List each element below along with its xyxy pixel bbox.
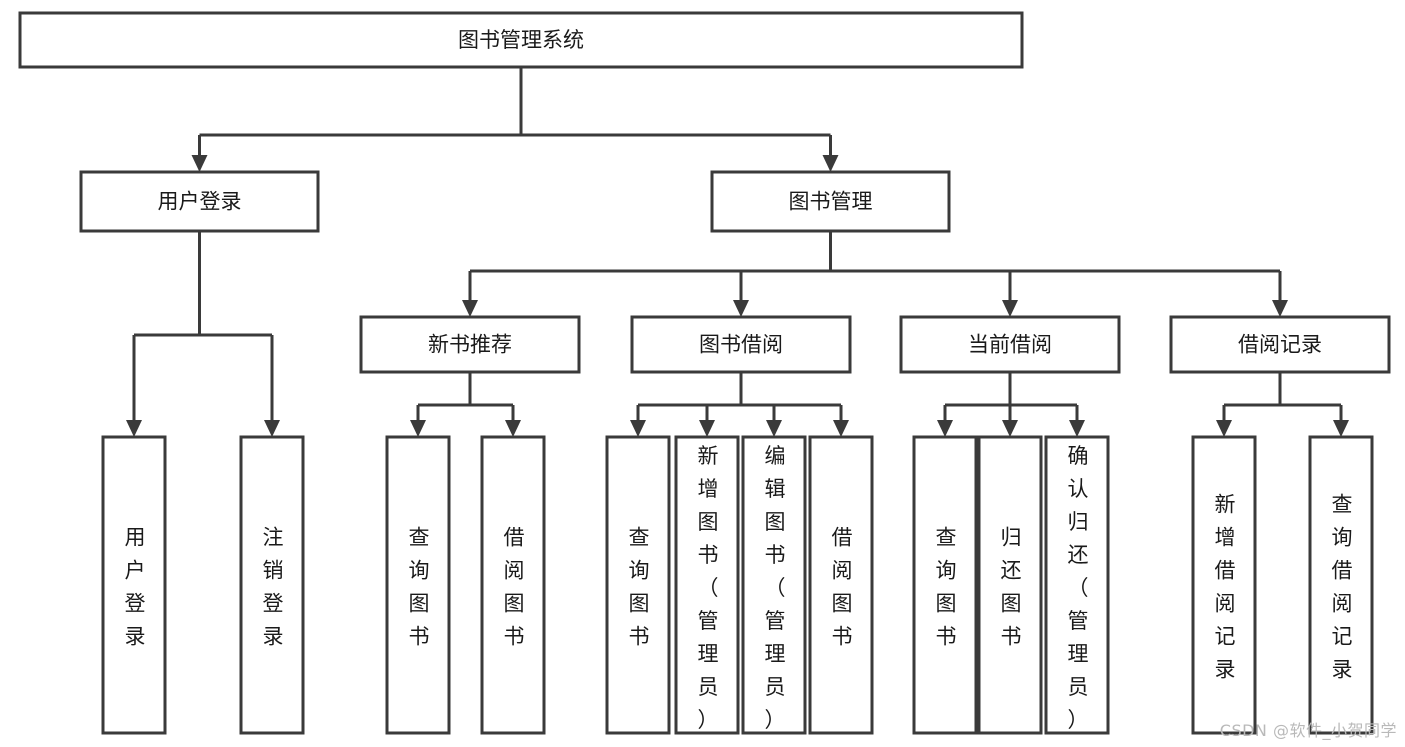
node-box[interactable] [239, 435, 305, 735]
connector-group-records [1216, 372, 1349, 437]
node-box[interactable] [101, 435, 167, 735]
connector-group-root [191, 67, 839, 172]
arrow-head-icon [505, 420, 521, 437]
node-box[interactable] [1169, 315, 1391, 374]
arrow-head-icon [462, 300, 478, 317]
node-box[interactable] [977, 435, 1043, 735]
node-b2[interactable]: 新增图书（管理员） [674, 435, 740, 735]
node-label: 借阅图书 [504, 526, 525, 649]
connector-group-newrec [410, 372, 521, 437]
arrow-head-icon [733, 300, 749, 317]
node-label: 注销登录 [263, 526, 284, 649]
node-box[interactable] [630, 315, 852, 374]
node-newrec[interactable]: 新书推荐 [359, 315, 581, 374]
node-r2[interactable]: 查询借阅记录 [1308, 435, 1374, 735]
node-box[interactable] [741, 435, 807, 735]
node-b3[interactable]: 编辑图书（管理员） [741, 435, 807, 735]
connector-group-current [937, 372, 1085, 437]
node-login[interactable]: 用户登录 [79, 170, 320, 233]
node-label: 新增借阅记录 [1215, 493, 1236, 682]
node-records[interactable]: 借阅记录 [1169, 315, 1391, 374]
node-l2[interactable]: 注销登录 [239, 435, 305, 735]
arrow-head-icon [1069, 420, 1085, 437]
node-label: 用户登录 [125, 526, 146, 649]
node-label: 当前借阅 [968, 333, 1052, 357]
node-label: 查询图书 [629, 526, 650, 649]
node-label: 确认归还（管理员） [1068, 444, 1089, 732]
node-label: 用户登录 [158, 190, 242, 214]
nodes-layer: 图书管理系统用户登录图书管理新书推荐图书借阅当前借阅借阅记录用户登录注销登录查询… [18, 11, 1391, 735]
node-label: 查询借阅记录 [1332, 493, 1353, 682]
node-label: 查询图书 [936, 526, 957, 649]
connectors-layer [126, 67, 1349, 437]
node-root[interactable]: 图书管理系统 [18, 11, 1024, 69]
node-box[interactable] [359, 315, 581, 374]
node-label: 图书借阅 [699, 333, 783, 357]
node-r1[interactable]: 新增借阅记录 [1191, 435, 1257, 735]
node-label: 借阅图书 [832, 526, 853, 649]
arrow-head-icon [699, 420, 715, 437]
node-box[interactable] [1308, 435, 1374, 735]
node-current[interactable]: 当前借阅 [899, 315, 1121, 374]
node-label: 新增图书（管理员） [698, 444, 719, 732]
node-label: 图书管理 [789, 190, 873, 214]
node-c2[interactable]: 归还图书 [977, 435, 1043, 735]
arrow-head-icon [264, 420, 280, 437]
arrow-head-icon [822, 155, 839, 172]
node-box[interactable] [385, 435, 451, 735]
node-label: 借阅记录 [1238, 333, 1322, 357]
node-box[interactable] [912, 435, 978, 735]
node-box[interactable] [899, 315, 1121, 374]
arrow-head-icon [1002, 300, 1018, 317]
arrow-head-icon [630, 420, 646, 437]
node-c3[interactable]: 确认归还（管理员） [1044, 435, 1110, 735]
node-box[interactable] [808, 435, 874, 735]
node-box[interactable] [710, 170, 951, 233]
node-box[interactable] [18, 11, 1024, 69]
arrow-head-icon [191, 155, 208, 172]
node-l1[interactable]: 用户登录 [101, 435, 167, 735]
connector-group-borrow [630, 372, 849, 437]
node-label: 查询图书 [409, 526, 430, 649]
connector-group-login [126, 231, 280, 437]
arrow-head-icon [1216, 420, 1232, 437]
node-c1[interactable]: 查询图书 [912, 435, 978, 735]
node-label: 编辑图书（管理员） [765, 444, 786, 732]
arrow-head-icon [1333, 420, 1349, 437]
node-box[interactable] [605, 435, 671, 735]
arrow-head-icon [766, 420, 782, 437]
arrow-head-icon [937, 420, 953, 437]
node-box[interactable] [480, 435, 546, 735]
arrow-head-icon [410, 420, 426, 437]
arrow-head-icon [833, 420, 849, 437]
arrow-head-icon [1272, 300, 1288, 317]
node-b1[interactable]: 查询图书 [605, 435, 671, 735]
node-box[interactable] [1044, 435, 1110, 735]
node-box[interactable] [79, 170, 320, 233]
arrow-head-icon [1002, 420, 1018, 437]
arrow-head-icon [126, 420, 142, 437]
node-n1[interactable]: 查询图书 [385, 435, 451, 735]
node-box[interactable] [674, 435, 740, 735]
node-label: 图书管理系统 [458, 28, 584, 52]
node-b4[interactable]: 借阅图书 [808, 435, 874, 735]
node-borrow[interactable]: 图书借阅 [630, 315, 852, 374]
node-label: 新书推荐 [428, 333, 512, 357]
node-label: 归还图书 [1001, 526, 1022, 649]
connector-group-bookmgmt [462, 231, 1288, 317]
node-bookmgmt[interactable]: 图书管理 [710, 170, 951, 233]
node-n2[interactable]: 借阅图书 [480, 435, 546, 735]
node-box[interactable] [1191, 435, 1257, 735]
